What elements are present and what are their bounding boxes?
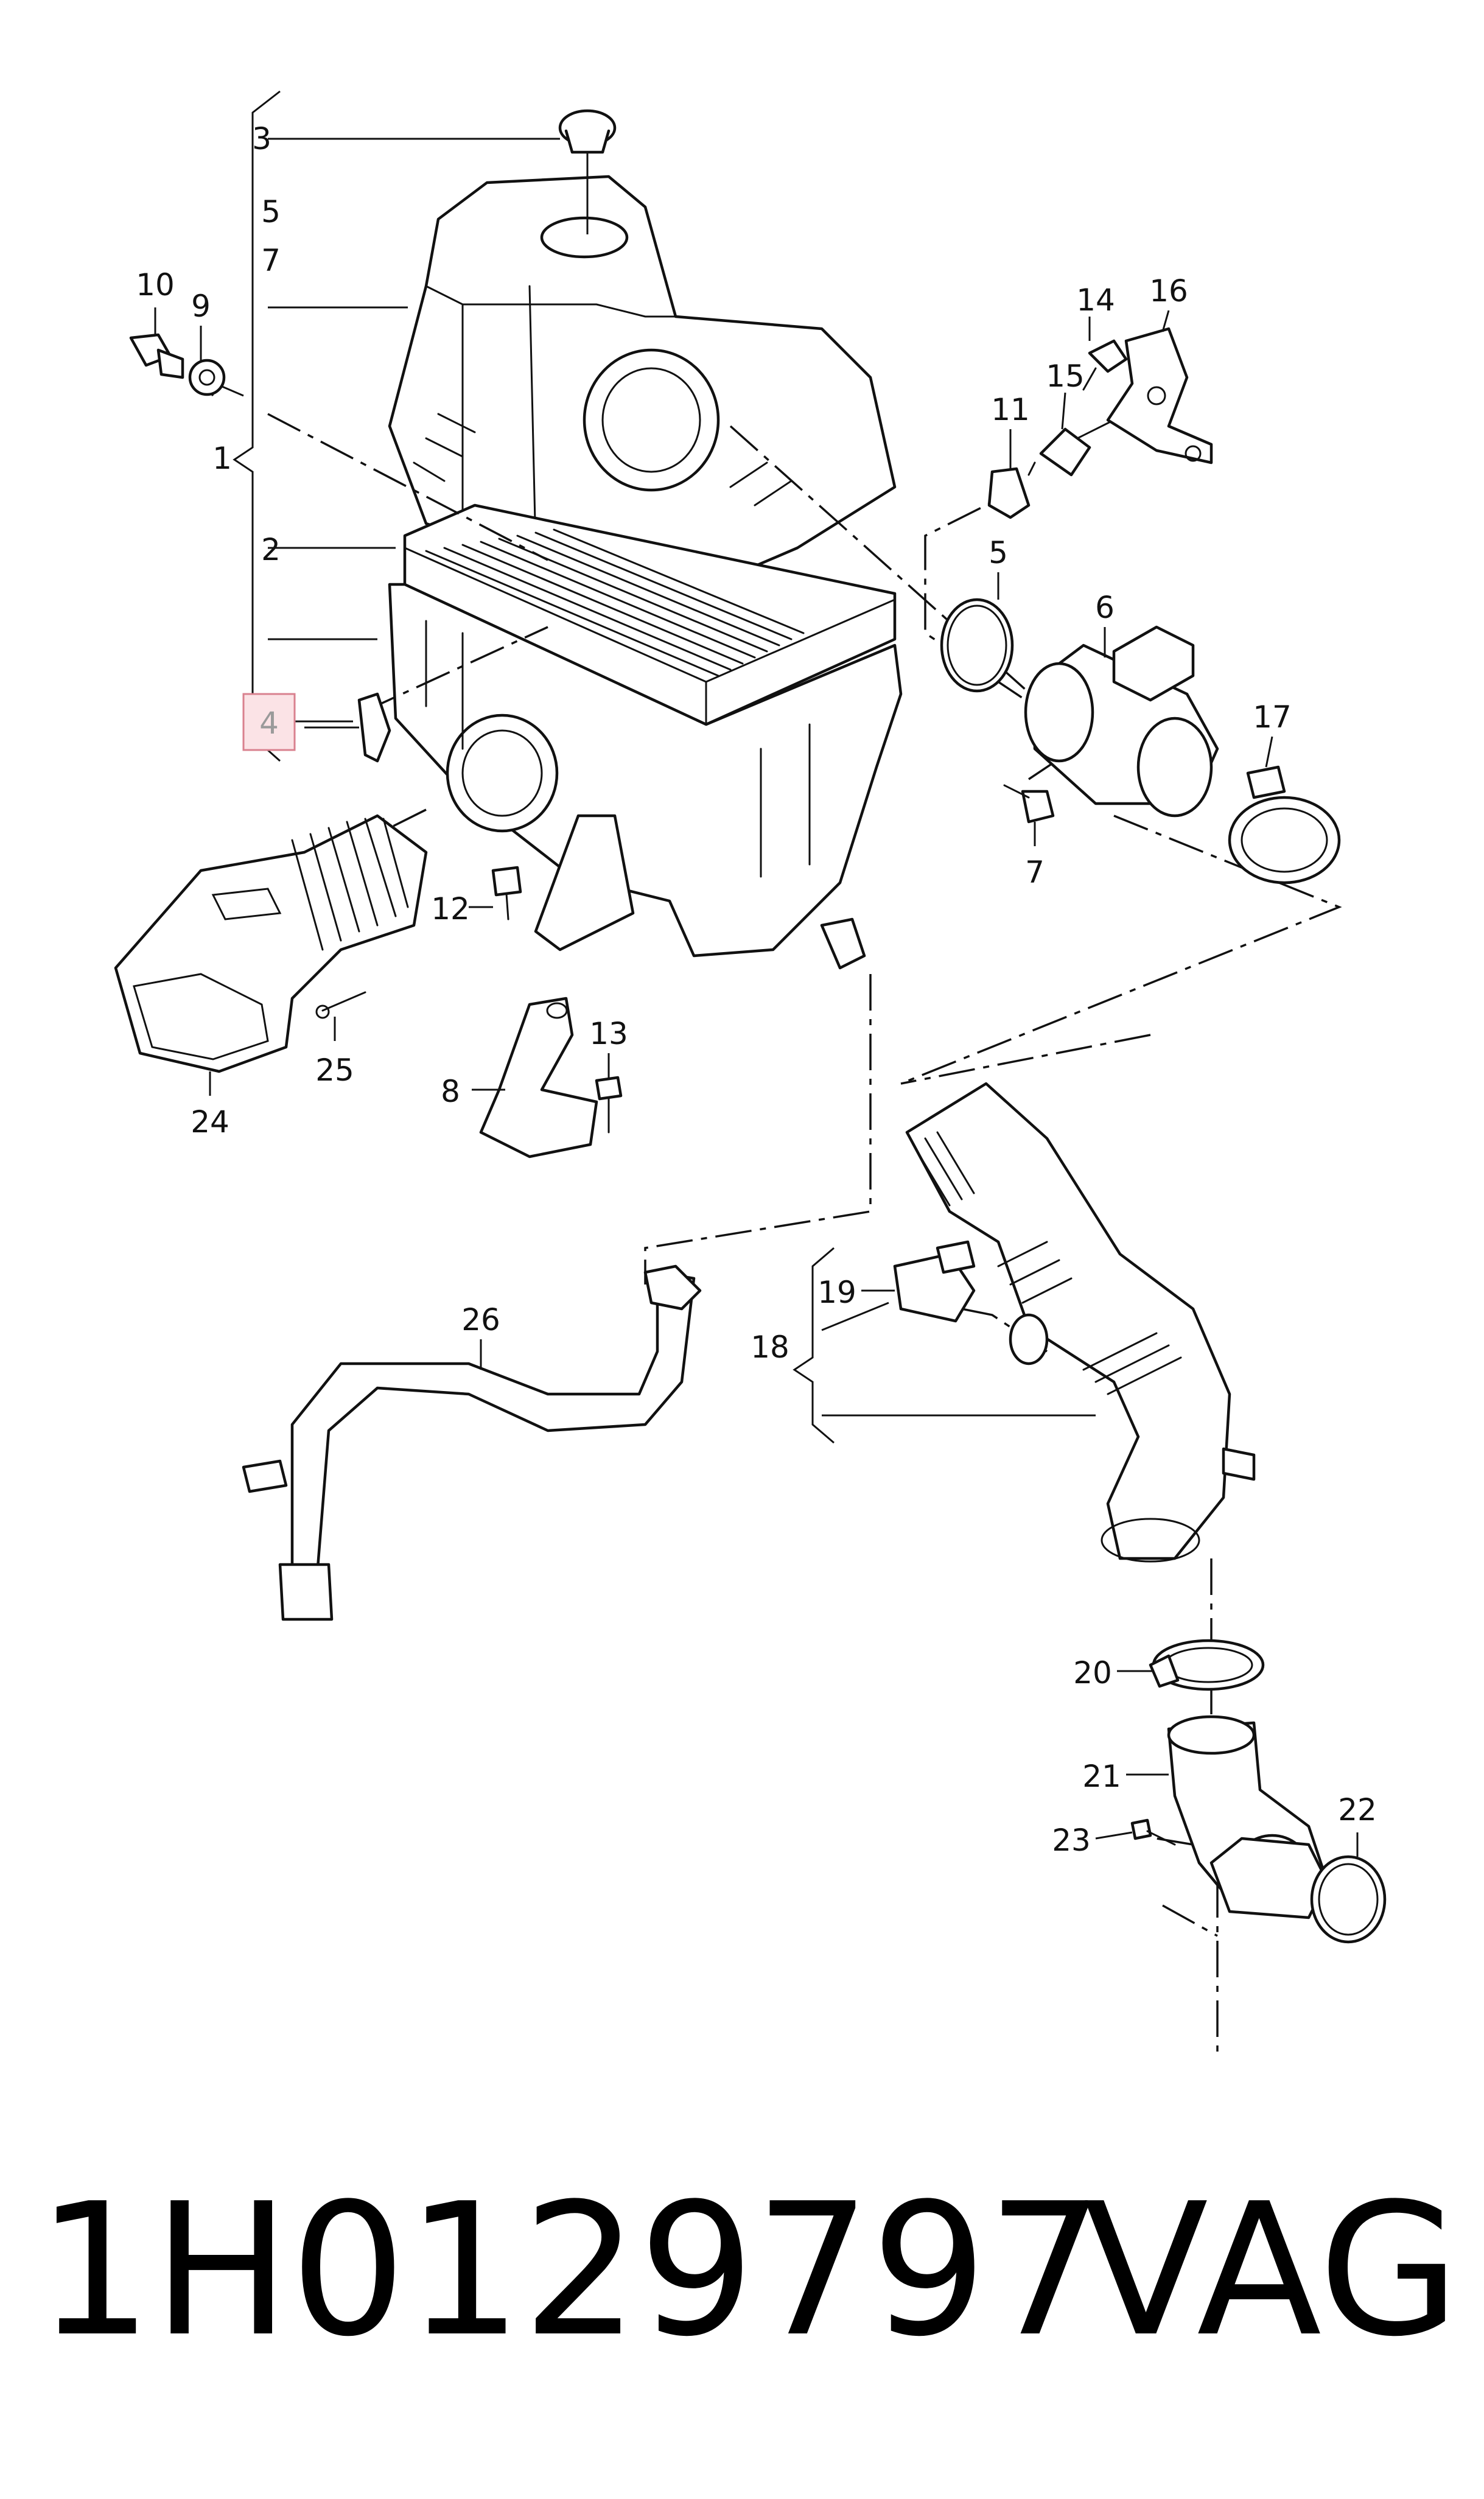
screw-7	[1003, 784, 1055, 824]
brand-name: VAG	[1083, 2164, 1460, 2377]
nut-8	[188, 359, 226, 396]
callout-7-top: 7	[261, 243, 281, 278]
highlight-box-4	[242, 693, 296, 751]
callout-4: 4	[259, 706, 279, 741]
callout-1: 1	[212, 441, 232, 476]
callout-18: 18	[751, 1330, 789, 1365]
air-filter-housing-lower	[388, 583, 903, 970]
bracket-13	[479, 997, 598, 1158]
hose-clamp-20	[1149, 1639, 1265, 1691]
footer-caption: 1H0129797 VAG	[37, 2164, 1460, 2377]
leader-lines	[154, 307, 1359, 1857]
screw-23	[1130, 1818, 1176, 1846]
callout-9: 10	[136, 267, 175, 303]
callout-7-right: 7	[1025, 855, 1045, 890]
air-filter-housing-cover	[388, 175, 897, 605]
intake-duct-24	[114, 814, 428, 1073]
bracket-16	[1106, 327, 1213, 464]
callout-2: 2	[261, 532, 281, 567]
screw-25	[315, 991, 366, 1019]
connector-19	[893, 1240, 976, 1323]
callout-14: 14	[1076, 282, 1115, 318]
o-ring-22	[1310, 1855, 1387, 1944]
callout-10: 11	[991, 392, 1030, 427]
bolt-11	[491, 866, 522, 920]
callout-22: 22	[1338, 1792, 1377, 1828]
bolt-9	[129, 333, 184, 379]
callout-13: 8	[441, 1074, 460, 1109]
part-number: 1H0129797	[37, 2164, 1104, 2377]
cap-3	[558, 109, 617, 234]
callout-20: 20	[1073, 1655, 1112, 1691]
o-ring-18-inner	[1009, 1313, 1049, 1365]
elbow-21	[1167, 1715, 1329, 1919]
clip-4	[357, 692, 391, 763]
o-ring-5	[940, 598, 1014, 693]
air-hose-18	[905, 1082, 1256, 1563]
callout-12: 13	[589, 1016, 628, 1051]
callout-11: 12	[431, 891, 470, 927]
callout-21: 21	[1082, 1759, 1121, 1794]
screw-14	[1082, 339, 1128, 391]
group-bracket-18	[793, 1247, 1096, 1444]
bolt-12	[595, 1076, 623, 1134]
callout-16: 16	[1149, 273, 1188, 309]
air-mass-meter-6	[1024, 625, 1219, 818]
sensor-15	[1027, 419, 1115, 477]
callout-3: 3	[252, 121, 271, 156]
callout-labels: 3 5 7 10 9 1 2 4 14 16 11 15 5 6 17 7 12…	[136, 121, 1377, 1858]
callout-15: 15	[1046, 359, 1085, 394]
callout-24: 24	[191, 1104, 229, 1140]
callout-23: 23	[1052, 1823, 1091, 1858]
callout-26: 26	[461, 1302, 500, 1337]
callout-8: 9	[191, 289, 211, 324]
grommet-10	[987, 467, 1031, 519]
callout-5-top: 5	[261, 194, 281, 230]
callout-6: 6	[1095, 590, 1115, 625]
callout-17: 17	[1253, 699, 1292, 735]
callout-5-right: 5	[989, 535, 1008, 570]
callout-19: 19	[817, 1275, 856, 1310]
callout-25: 25	[315, 1053, 354, 1088]
hose-clamp-17	[1228, 765, 1341, 885]
breather-hose-26	[242, 1264, 702, 1621]
